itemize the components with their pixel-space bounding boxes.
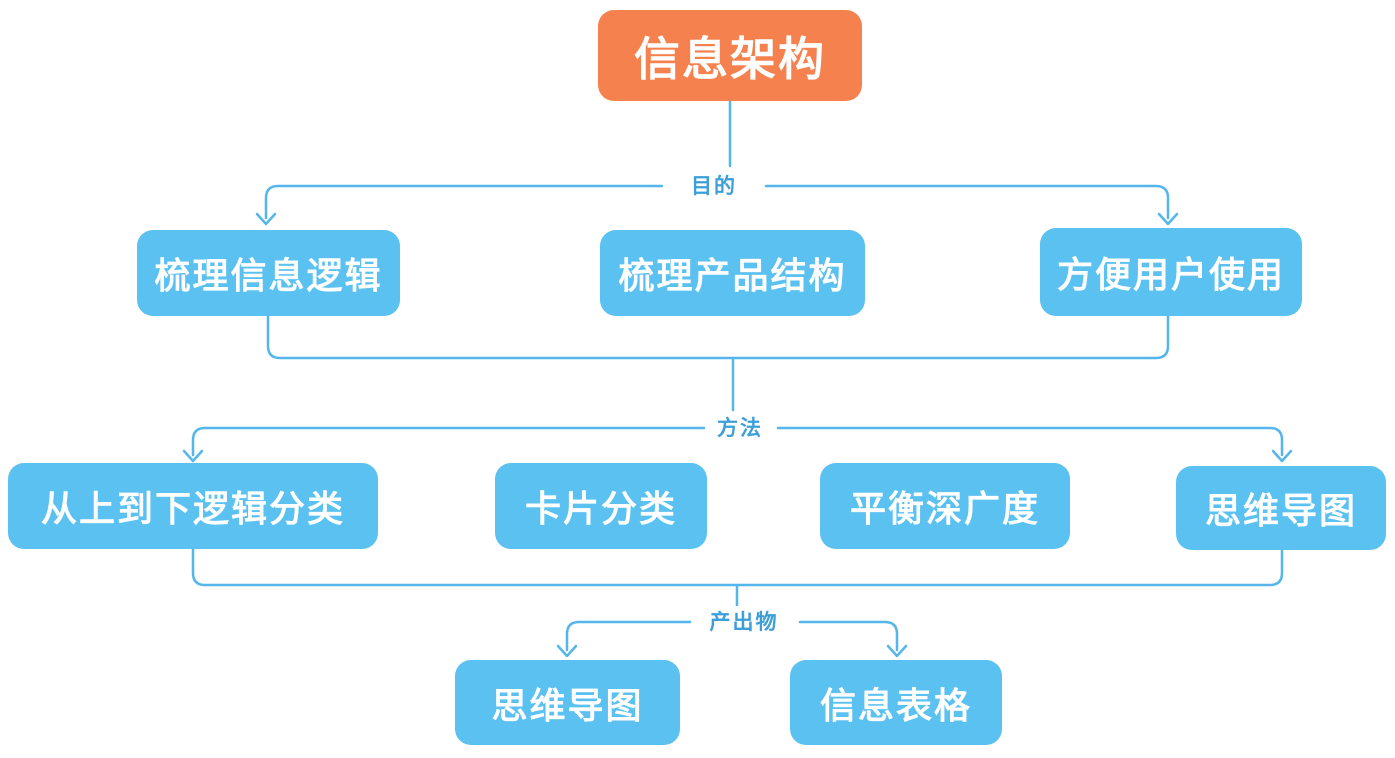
node-root: 信息架构: [598, 10, 862, 101]
node-output-1: 思维导图: [455, 660, 680, 745]
arrow-down-icon: [255, 212, 277, 226]
purpose-row-bracket: [266, 314, 1170, 360]
node-method-2: 卡片分类: [495, 463, 707, 549]
node-method-3: 平衡深广度: [820, 463, 1070, 549]
node-purpose-3: 方便用户使用: [1040, 228, 1302, 316]
node-method-1: 从上到下逻辑分类: [8, 463, 378, 549]
output-right-arm: [798, 620, 899, 652]
method-left-arm: [191, 426, 706, 457]
node-purpose-1: 梳理信息逻辑: [137, 230, 400, 316]
output-left-arm: [565, 620, 692, 652]
purpose-left-arm: [264, 184, 664, 220]
method-row-bracket: [191, 547, 1284, 587]
purpose-right-arm: [764, 184, 1170, 220]
connector-label-purpose: 目的: [687, 170, 741, 200]
connector-label-output: 产出物: [705, 606, 783, 636]
arrow-down-icon: [556, 644, 578, 658]
arrow-down-icon: [182, 449, 204, 463]
arrow-down-icon: [1157, 212, 1179, 226]
connector-label-method: 方法: [713, 412, 767, 442]
node-purpose-2: 梳理产品结构: [600, 230, 865, 316]
node-method-4: 思维导图: [1176, 466, 1386, 550]
arrow-down-icon: [1271, 449, 1293, 463]
arrow-down-icon: [886, 644, 908, 658]
node-output-2: 信息表格: [790, 660, 1002, 745]
method-right-arm: [776, 426, 1284, 457]
